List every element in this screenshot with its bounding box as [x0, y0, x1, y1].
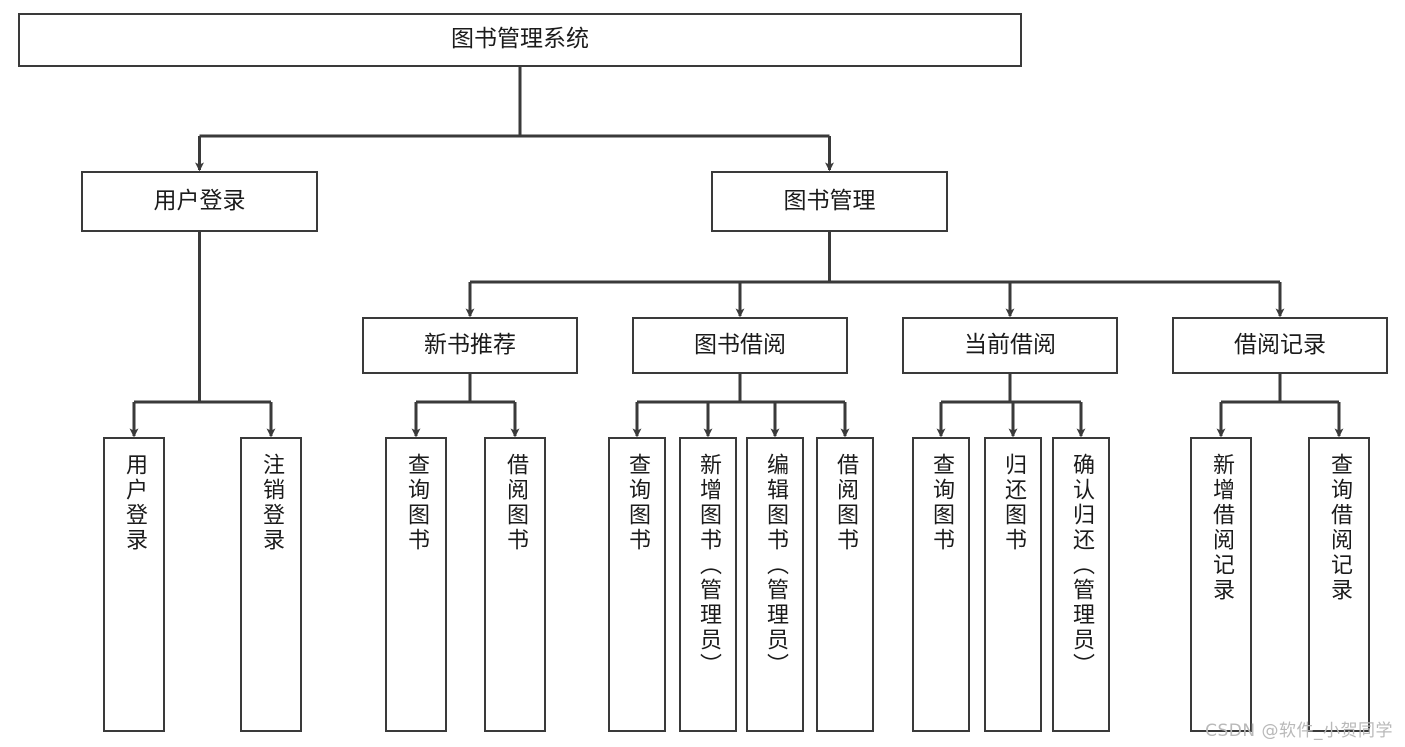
- node-label: 新增借阅记录: [1209, 453, 1234, 603]
- node-newbook[interactable]: 新书推荐: [362, 317, 578, 374]
- node-label: 查询图书: [929, 453, 954, 553]
- node-records-1[interactable]: 新增借阅记录: [1190, 437, 1252, 732]
- node-borrow-2[interactable]: 新增图书（管理员）: [679, 437, 737, 732]
- node-label: 图书管理: [783, 187, 876, 214]
- node-borrow-1[interactable]: 查询图书: [608, 437, 666, 732]
- node-label: 新书推荐: [424, 331, 516, 358]
- node-label: 查询图书: [625, 453, 650, 553]
- csdn-watermark: CSDN @软件_小贺同学: [1205, 721, 1393, 741]
- node-label: 编辑图书（管理员）: [763, 453, 788, 678]
- node-label: 归还图书: [1001, 453, 1026, 553]
- node-label: 查询借阅记录: [1327, 453, 1352, 603]
- node-borrow-3[interactable]: 编辑图书（管理员）: [746, 437, 804, 732]
- node-newbook-2[interactable]: 借阅图书: [484, 437, 546, 732]
- node-login-1[interactable]: 用户登录: [103, 437, 165, 732]
- node-current-3[interactable]: 确认归还（管理员）: [1052, 437, 1110, 732]
- node-login-2[interactable]: 注销登录: [240, 437, 302, 732]
- node-login[interactable]: 用户登录: [81, 171, 318, 232]
- node-records-2[interactable]: 查询借阅记录: [1308, 437, 1370, 732]
- node-label: 用户登录: [153, 187, 246, 214]
- node-label: 用户登录: [122, 453, 147, 553]
- node-bookmgmt[interactable]: 图书管理: [711, 171, 948, 232]
- node-label: 注销登录: [259, 453, 284, 553]
- node-label: 确认归还（管理员）: [1069, 453, 1094, 678]
- node-current-2[interactable]: 归还图书: [984, 437, 1042, 732]
- node-label: 借阅记录: [1234, 331, 1326, 358]
- node-newbook-1[interactable]: 查询图书: [385, 437, 447, 732]
- node-label: 当前借阅: [964, 331, 1056, 358]
- node-label: 查询图书: [404, 453, 429, 553]
- node-records[interactable]: 借阅记录: [1172, 317, 1388, 374]
- node-label: 借阅图书: [503, 453, 528, 553]
- node-borrow[interactable]: 图书借阅: [632, 317, 848, 374]
- node-root[interactable]: 图书管理系统: [18, 13, 1022, 67]
- node-current-1[interactable]: 查询图书: [912, 437, 970, 732]
- node-label: 新增图书（管理员）: [696, 453, 721, 678]
- node-current[interactable]: 当前借阅: [902, 317, 1118, 374]
- node-label: 图书管理系统: [451, 26, 589, 53]
- node-label: 借阅图书: [833, 453, 858, 553]
- node-label: 图书借阅: [694, 331, 786, 358]
- node-borrow-4[interactable]: 借阅图书: [816, 437, 874, 732]
